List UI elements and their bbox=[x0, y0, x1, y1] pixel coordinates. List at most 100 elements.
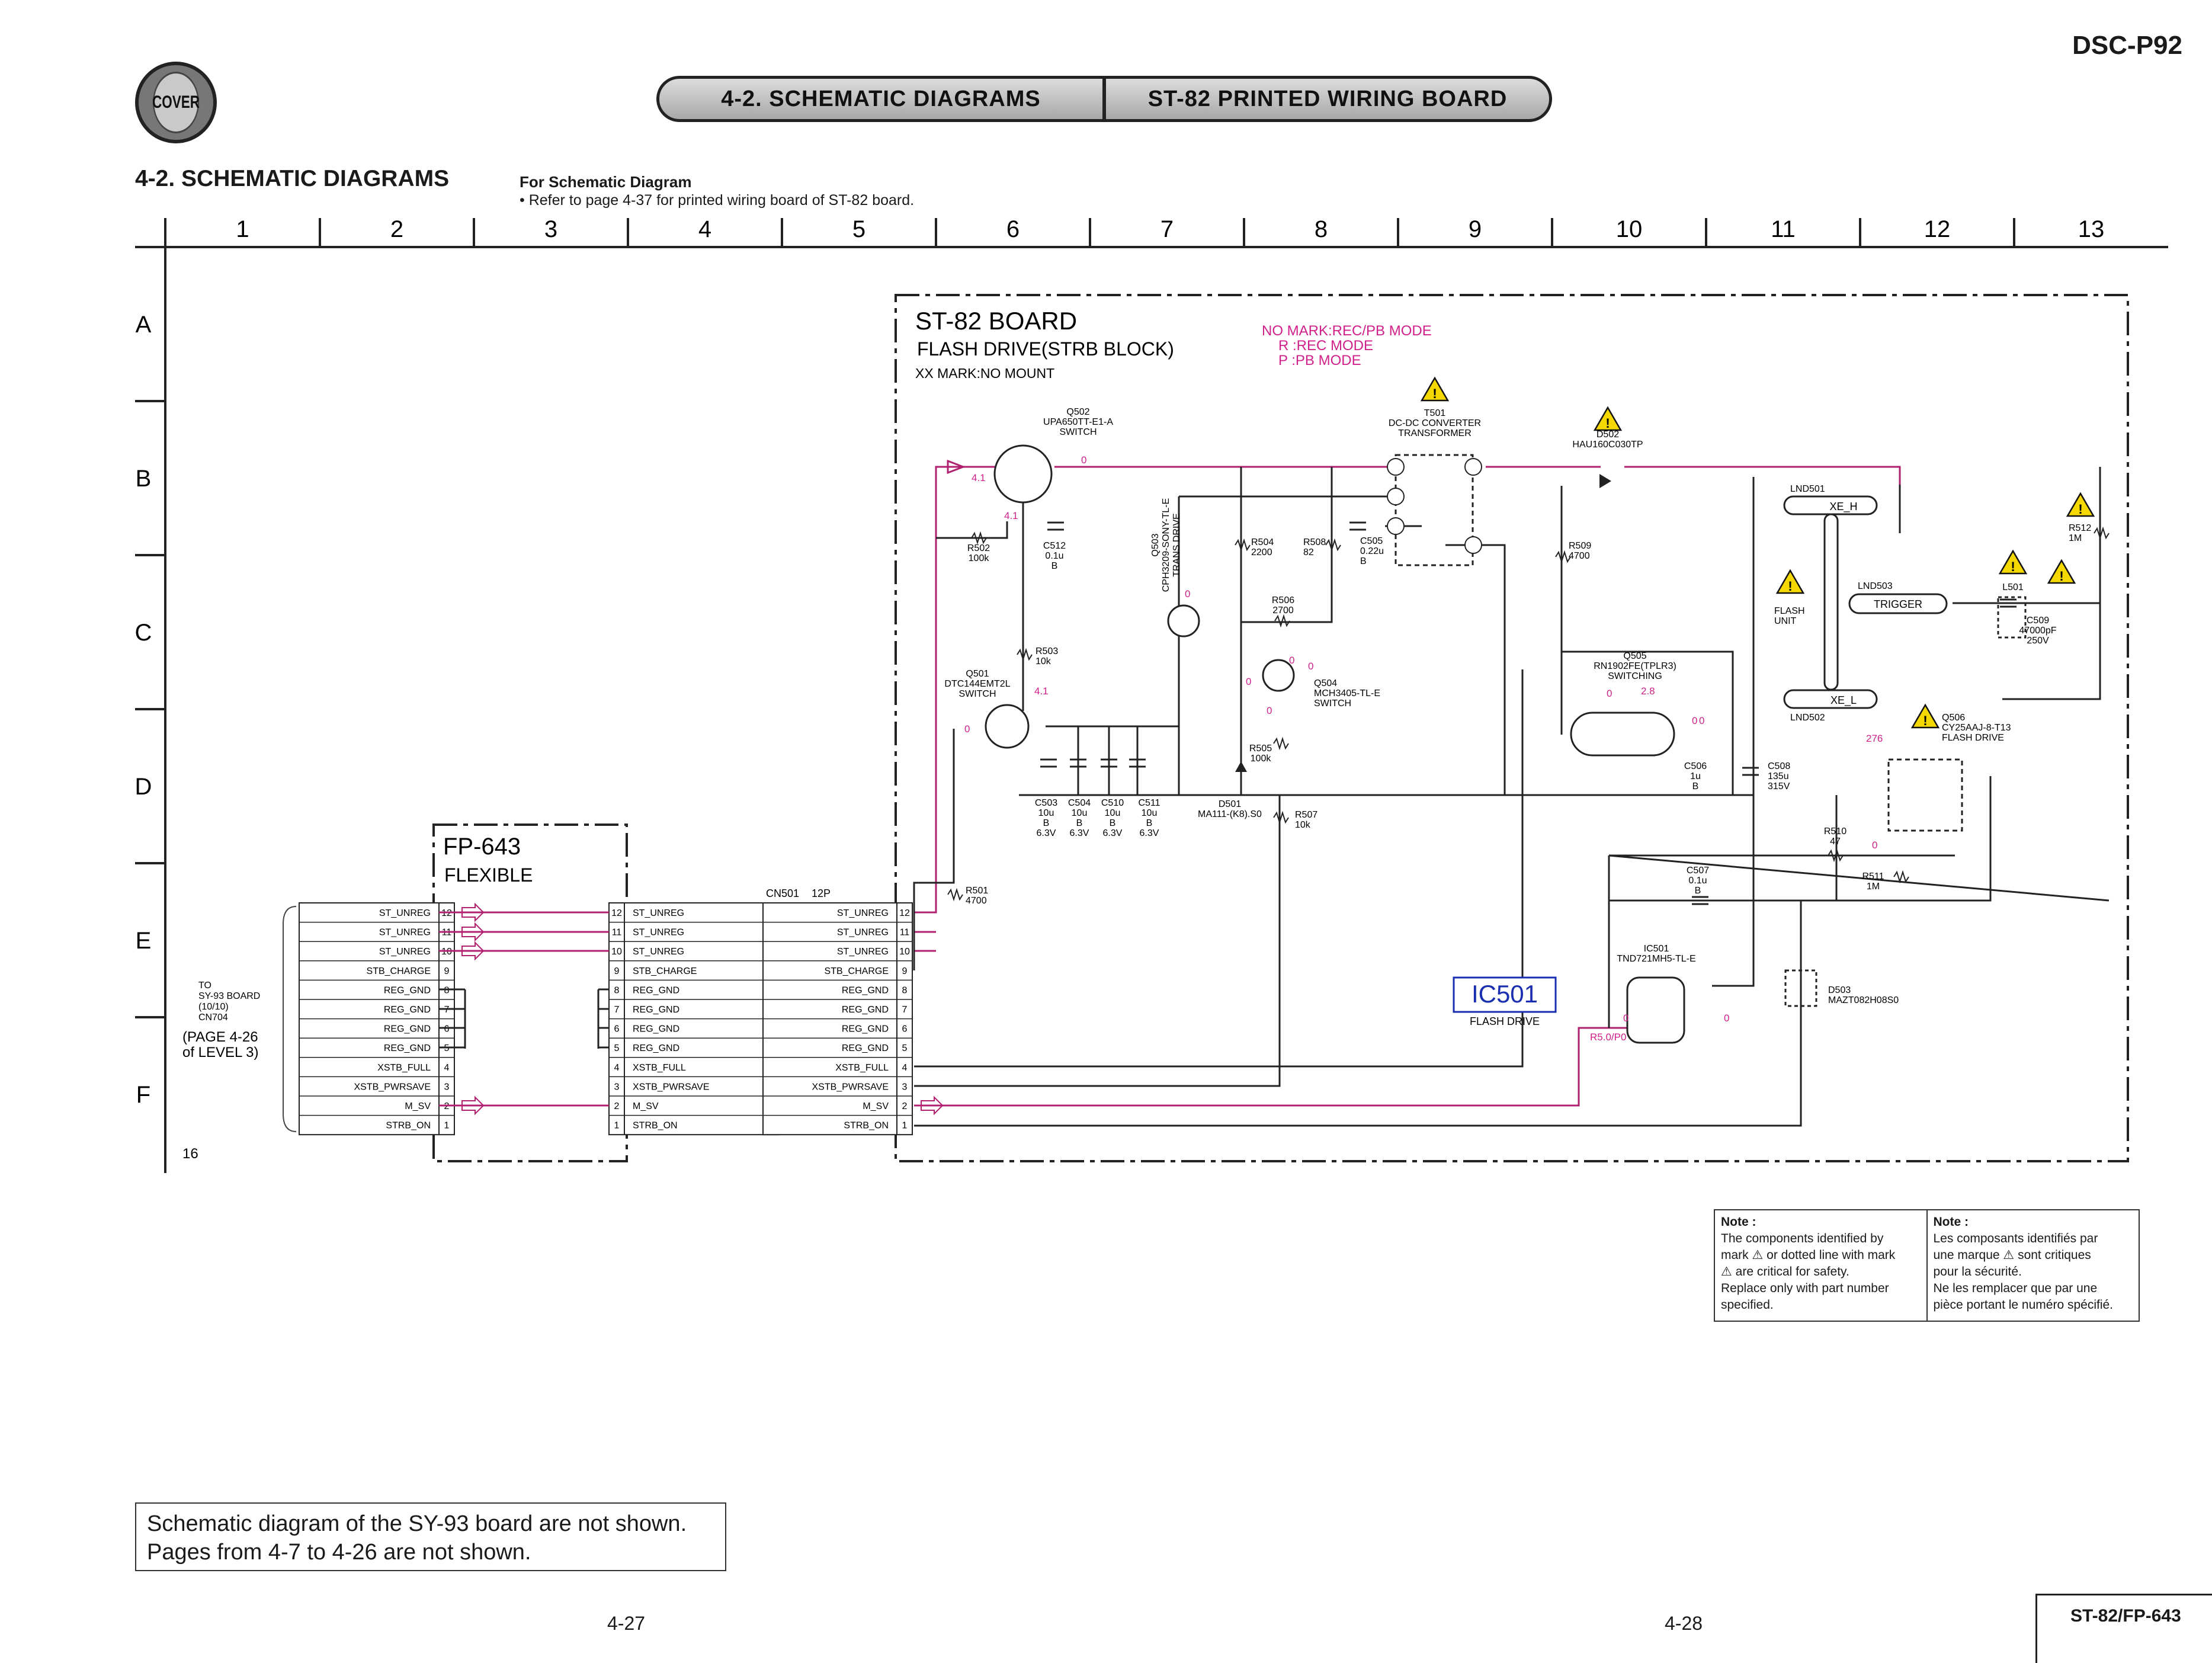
component-label-flash: FLASH bbox=[1774, 606, 1805, 616]
connector-pin-number: 1 bbox=[444, 1121, 450, 1131]
grid-row-label-B: B bbox=[136, 466, 152, 492]
to-board-line-3: CN704 bbox=[198, 1012, 228, 1023]
page-number-right: 4-28 bbox=[1665, 1613, 1703, 1634]
connector-pin-number: 5 bbox=[444, 1043, 450, 1053]
component-label-c508: 315V bbox=[1768, 781, 1790, 792]
connector-pin-number: 9 bbox=[444, 966, 450, 976]
ic501-block bbox=[1453, 976, 1557, 1013]
grid-col-label-13: 13 bbox=[2078, 216, 2105, 242]
component-label-q504: SWITCH bbox=[1314, 698, 1351, 709]
resistor-symbol bbox=[947, 887, 963, 902]
connector-pin-number: 1 bbox=[614, 1121, 620, 1131]
note-fr-line: Ne les remplacer que par une bbox=[1933, 1281, 2098, 1295]
component-label-c511: B bbox=[1146, 818, 1153, 828]
safety-marks: !!!!!!! bbox=[1420, 376, 2095, 729]
connector-signal-label: STB_CHARGE bbox=[367, 966, 431, 976]
signal-arrow bbox=[461, 1095, 485, 1116]
t501-pin bbox=[1387, 458, 1405, 476]
signal-arrow bbox=[461, 902, 485, 922]
xe-h-label: XE_H bbox=[1829, 501, 1857, 513]
safety-note-english: Note : The components identified by mark… bbox=[1715, 1210, 1926, 1321]
wire-t501-return bbox=[1445, 544, 1506, 795]
to-board-line-1: SY-93 BOARD bbox=[198, 991, 260, 1001]
component-label-r502: 100k bbox=[969, 553, 990, 563]
component-label-t501: T501 bbox=[1424, 408, 1446, 418]
component-label-q504: MCH3405-TL-E bbox=[1314, 688, 1380, 698]
component-label-d503: MAZT082H08S0 bbox=[1828, 995, 1899, 1005]
connector-signal-label: XSTB_FULL bbox=[835, 1063, 889, 1073]
voltage-label: 0 bbox=[1607, 688, 1612, 699]
voltage-label: 0 bbox=[1267, 705, 1272, 716]
note-en-line: Replace only with part number bbox=[1721, 1281, 1889, 1295]
component-label-q505: Q505 bbox=[1623, 651, 1646, 661]
component-label-c510: B bbox=[1110, 818, 1116, 828]
connector-pin-number: 12 bbox=[611, 908, 622, 918]
q504-symbol bbox=[1262, 659, 1295, 692]
cover-button[interactable]: COVER bbox=[135, 62, 217, 143]
wire-r510 bbox=[1608, 854, 2110, 902]
q506-outline bbox=[1887, 758, 1963, 832]
input-arrow bbox=[947, 459, 966, 475]
connector-signal-label: STRB_ON bbox=[386, 1121, 431, 1131]
component-label-c504: 10u bbox=[1072, 808, 1088, 818]
component-label-c503: 10u bbox=[1038, 808, 1054, 818]
component-label-q503: CPH3209-SONY-TL-E bbox=[1161, 498, 1171, 592]
component-label-r510: 47 bbox=[1830, 837, 1841, 847]
note-fr-line: pour la sécurité. bbox=[1933, 1265, 2022, 1279]
wire-r512 bbox=[2002, 467, 2101, 700]
component-label-q501: Q501 bbox=[966, 669, 989, 679]
component-label-c505: C505 bbox=[1360, 536, 1383, 546]
d503-outline bbox=[1784, 969, 1817, 1007]
note-en-line: specified. bbox=[1721, 1298, 1774, 1312]
caution-icon-glyph: ! bbox=[1432, 386, 1437, 401]
wire-r506-node bbox=[1241, 467, 1333, 623]
component-label-r512: R512 bbox=[2069, 523, 2091, 533]
tab-schematic-diagrams[interactable]: 4-2. SCHEMATIC DIAGRAMS bbox=[659, 79, 1106, 119]
component-label-c508: C508 bbox=[1768, 761, 1790, 771]
caution-icon-glyph: ! bbox=[1788, 579, 1792, 594]
component-label-c512: 0.1u bbox=[1045, 551, 1063, 561]
voltage-label: 2.8 bbox=[1641, 685, 1655, 697]
wire-gnd-left bbox=[439, 988, 465, 1049]
omission-notice: Schematic diagram of the SY-93 board are… bbox=[135, 1502, 726, 1571]
connector-signal-label: XSTB_PWRSAVE bbox=[812, 1082, 889, 1092]
page-number-left: 4-27 bbox=[607, 1613, 646, 1634]
component-label-c512: B bbox=[1051, 561, 1058, 571]
caution-icon bbox=[1998, 549, 2028, 575]
tab-printed-wiring-board[interactable]: ST-82 PRINTED WIRING BOARD bbox=[1147, 86, 1508, 111]
component-label-c505: 0.22u bbox=[1360, 546, 1384, 556]
note-en-line: ⚠ are critical for safety. bbox=[1721, 1265, 1849, 1279]
component-label-c503: B bbox=[1043, 818, 1050, 828]
q505-symbol bbox=[1570, 712, 1675, 757]
wire-c507 bbox=[1609, 795, 1838, 902]
note-head-fr: Note : bbox=[1933, 1215, 1969, 1229]
connector-pin-number: 5 bbox=[902, 1043, 908, 1053]
component-label-c509: 47000pF bbox=[2019, 626, 2056, 636]
component-label-ic501: TND721MH5-TL-E bbox=[1617, 954, 1695, 964]
component-label-r508: 82 bbox=[1303, 547, 1314, 557]
safety-note-french: Note : Les composants identifiés par une… bbox=[1926, 1210, 2139, 1321]
component-label-r507: R507 bbox=[1295, 810, 1317, 820]
connector-signal-label: M_SV bbox=[405, 1101, 431, 1111]
fp643-title: FP-643 bbox=[443, 834, 521, 860]
connector-signal-label: ST_UNREG bbox=[837, 947, 889, 957]
connector-pin-number: 6 bbox=[614, 1024, 620, 1034]
component-label-c506: 1u bbox=[1690, 771, 1701, 781]
d501-symbol bbox=[1235, 761, 1247, 772]
voltage-label: 0 bbox=[1081, 454, 1086, 466]
component-label-r511: R511 bbox=[1862, 871, 1884, 882]
omission-line-1: Schematic diagram of the SY-93 board are… bbox=[147, 1511, 687, 1536]
connector-pin-number: 6 bbox=[444, 1024, 450, 1034]
component-label-t501: DC-DC CONVERTER bbox=[1389, 418, 1481, 428]
component-label-c510: 6.3V bbox=[1103, 828, 1123, 838]
wire-r502 bbox=[936, 521, 1008, 539]
grid-col-label-9: 9 bbox=[1469, 216, 1482, 242]
voltage-label: 0 bbox=[1246, 676, 1251, 687]
connector-signal-label: REG_GND bbox=[633, 1024, 679, 1034]
connector-signal-label: ST_UNREG bbox=[379, 947, 431, 957]
omission-line-2: Pages from 4-7 to 4-26 are not shown. bbox=[147, 1540, 531, 1565]
connector-pin-number: 10 bbox=[611, 947, 622, 957]
connector-pin-number: 9 bbox=[902, 966, 908, 976]
